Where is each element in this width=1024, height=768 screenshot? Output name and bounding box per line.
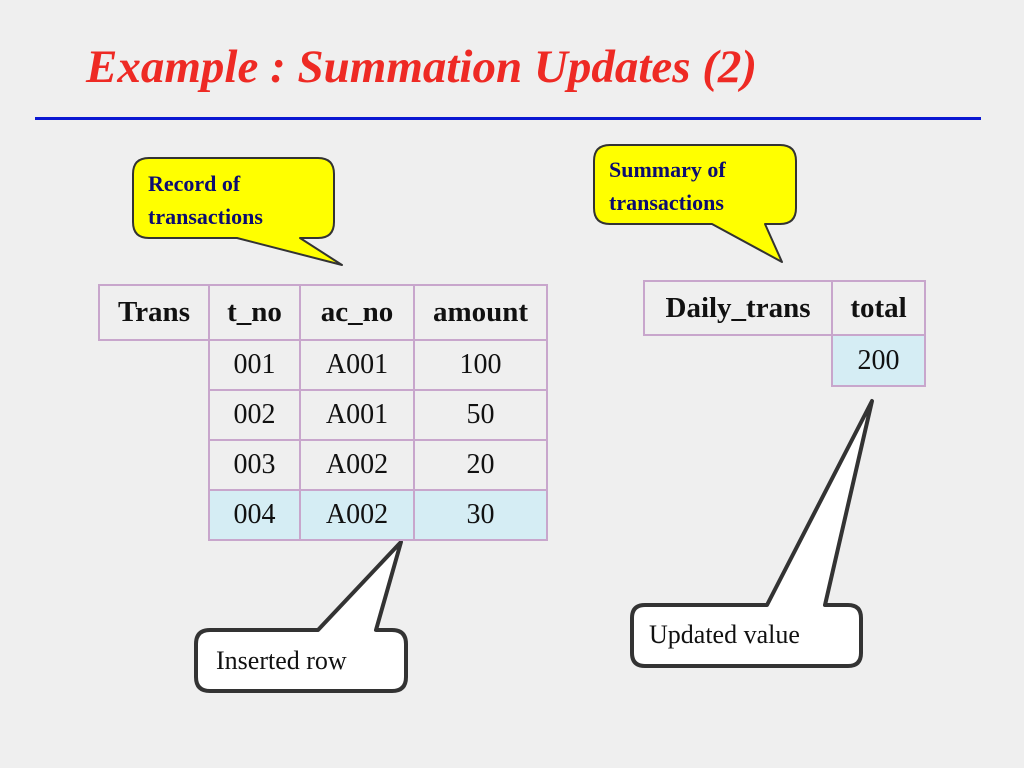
inserted-callout-shape bbox=[194, 540, 408, 693]
trans-table: Trans t_no ac_no amount 001 A001 100 002… bbox=[98, 284, 548, 541]
empty-cell bbox=[99, 390, 209, 440]
daily-table-name: Daily_trans bbox=[643, 280, 833, 336]
daily-header-row: Daily_trans total bbox=[643, 280, 926, 336]
slide-title: Example : Summation Updates (2) bbox=[86, 41, 758, 93]
table-cell: 001 bbox=[208, 339, 301, 391]
table-cell: 002 bbox=[208, 389, 301, 441]
column-header-ac-no: ac_no bbox=[299, 284, 415, 341]
summary-callout-label: Summary of transactions bbox=[609, 157, 726, 215]
table-cell: 004 bbox=[208, 489, 301, 541]
table-cell: A002 bbox=[299, 489, 415, 541]
column-header-total: total bbox=[831, 280, 926, 336]
updated-total-cell: 200 bbox=[831, 334, 926, 387]
empty-cell bbox=[99, 490, 209, 540]
table-cell: 003 bbox=[208, 439, 301, 491]
empty-cell bbox=[644, 335, 832, 386]
table-row: 002 A001 50 bbox=[99, 389, 548, 441]
updated-callout-shape bbox=[630, 399, 874, 668]
table-cell: A002 bbox=[299, 439, 415, 491]
table-row: 003 A002 20 bbox=[99, 439, 548, 491]
column-header-amount: amount bbox=[413, 284, 548, 341]
title-rule bbox=[35, 117, 981, 120]
table-cell: 30 bbox=[413, 489, 548, 541]
updated-callout-label: Updated value bbox=[649, 620, 800, 649]
empty-cell bbox=[99, 340, 209, 390]
trans-table-name: Trans bbox=[98, 284, 210, 341]
column-header-t-no: t_no bbox=[208, 284, 301, 341]
inserted-row: 004 A002 30 bbox=[99, 489, 548, 541]
table-cell: A001 bbox=[299, 339, 415, 391]
table-row: 200 bbox=[644, 334, 926, 387]
table-cell: 20 bbox=[413, 439, 548, 491]
inserted-callout-label: Inserted row bbox=[216, 646, 347, 675]
table-cell: 50 bbox=[413, 389, 548, 441]
table-cell: A001 bbox=[299, 389, 415, 441]
summary-callout-shape bbox=[593, 144, 797, 263]
table-cell: 100 bbox=[413, 339, 548, 391]
empty-cell bbox=[99, 440, 209, 490]
trans-header-row: Trans t_no ac_no amount bbox=[98, 284, 548, 341]
record-callout-shape bbox=[132, 157, 343, 266]
daily-trans-table: Daily_trans total 200 bbox=[643, 280, 926, 387]
record-callout-label: Record of transactions bbox=[148, 171, 263, 229]
table-row: 001 A001 100 bbox=[99, 339, 548, 391]
